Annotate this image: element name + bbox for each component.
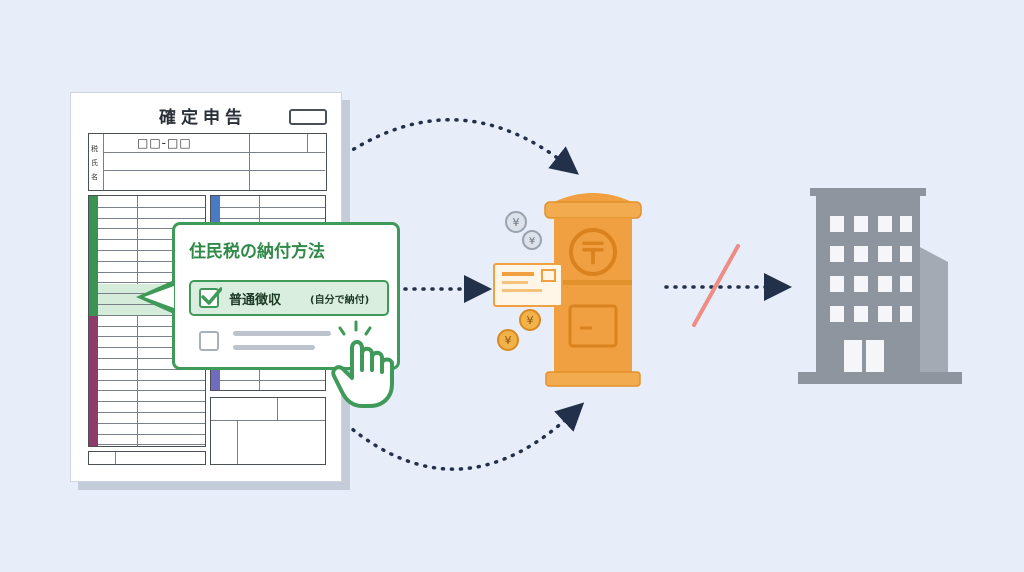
form-label: 氏	[91, 159, 98, 167]
checkmark-icon	[201, 287, 222, 305]
form-row-line	[220, 206, 325, 208]
option-note: (自分で納付)	[310, 295, 370, 306]
option-normal-collection[interactable]: 普通徴収 (自分で納付)	[189, 280, 389, 316]
form-row-line	[98, 368, 205, 370]
form-header-block: □□-□□ 税 氏 名	[88, 133, 327, 191]
yen-coins: ¥ ¥ ¥ ¥	[497, 211, 542, 351]
form-row-line	[98, 379, 205, 381]
option-label: 普通徴収	[229, 293, 282, 308]
form-label: 税	[91, 145, 98, 153]
form-row-line	[98, 401, 205, 403]
arrow-curve-top	[344, 118, 579, 175]
option-placeholder-line	[233, 331, 331, 336]
form-row-line	[98, 433, 205, 435]
yen-coin-icon: ¥	[505, 211, 527, 233]
postal-mark-icon: 〒	[569, 228, 617, 276]
option-placeholder-line	[233, 345, 315, 350]
yen-coin-icon: ¥	[497, 329, 519, 351]
yen-coin-icon: ¥	[522, 230, 542, 250]
form-row-line	[98, 239, 205, 241]
checkbox-unchecked[interactable]	[199, 331, 219, 351]
form-row-line	[98, 228, 205, 230]
svg-text:〒: 〒	[578, 237, 608, 272]
checkbox-checked[interactable]	[199, 287, 222, 308]
form-footer-left	[88, 451, 206, 465]
form-stamp-box	[289, 109, 327, 125]
svg-text:¥: ¥	[513, 216, 520, 229]
form-row-line	[98, 422, 205, 424]
envelope-icon	[493, 263, 563, 307]
form-row-line	[220, 217, 325, 219]
form-id-mark: □□-□□	[137, 136, 192, 150]
form-title: 確定申告	[159, 108, 247, 128]
form-row-line	[98, 260, 205, 262]
form-bottom-block	[210, 397, 326, 465]
svg-text:¥: ¥	[529, 236, 535, 247]
form-row-line	[98, 336, 205, 338]
svg-text:¥: ¥	[527, 314, 534, 327]
blocked-slash	[692, 244, 740, 327]
form-row-line	[98, 444, 205, 446]
form-row-line	[220, 379, 325, 381]
popup-title: 住民税の納付方法	[189, 242, 325, 262]
form-row-line	[98, 206, 205, 208]
form-label: 名	[91, 173, 98, 181]
yen-coin-icon: ¥	[519, 309, 541, 331]
form-row-line	[98, 358, 205, 359]
hand-pointer-icon	[331, 320, 394, 408]
popup-pointer-inner	[144, 286, 174, 308]
form-row-line	[98, 271, 205, 273]
form-row-line	[98, 217, 205, 219]
arrow-curve-bottom	[344, 402, 585, 471]
form-row-line	[98, 314, 205, 316]
form-row-line	[98, 390, 205, 392]
svg-text:¥: ¥	[505, 334, 512, 347]
office-building-icon	[798, 188, 962, 384]
form-row-line	[98, 325, 205, 327]
form-row-line	[98, 412, 205, 413]
form-row-line	[98, 347, 205, 349]
mailbox: 〒	[544, 193, 642, 387]
form-row-line	[98, 250, 205, 251]
